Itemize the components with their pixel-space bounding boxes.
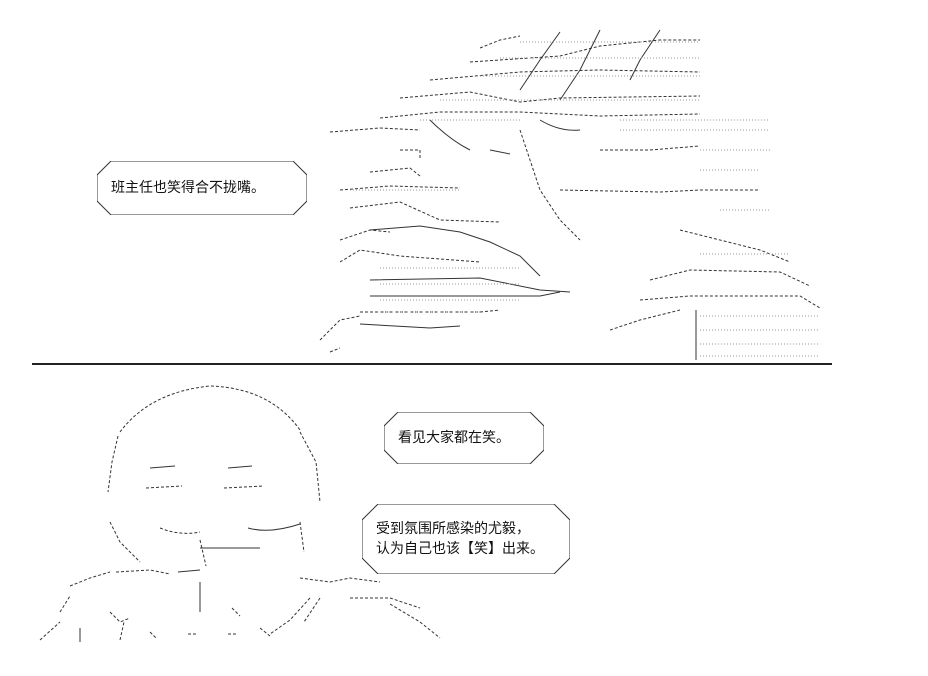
bottom-panel: 看见大家都在笑。 受到氛围所感染的尤毅， 认为自己也该【笑】出来。 xyxy=(0,372,928,676)
everyone-laughing-bubble: 看见大家都在笑。 xyxy=(384,412,544,464)
youyi-thought-line-1: 受到氛围所感染的尤毅， xyxy=(376,521,530,537)
top-panel: 班主任也笑得合不拢嘴。 xyxy=(97,29,821,360)
everyone-laughing-text: 看见大家都在笑。 xyxy=(398,430,510,446)
youyi-thought-line-2: 认为自己也该【笑】出来。 xyxy=(376,541,544,557)
youyi-thought-bubble: 受到氛围所感染的尤毅， 认为自己也该【笑】出来。 xyxy=(362,504,570,574)
teacher-laugh-bubble: 班主任也笑得合不拢嘴。 xyxy=(97,161,307,215)
panel-divider xyxy=(32,363,832,365)
teacher-laugh-text: 班主任也笑得合不拢嘴。 xyxy=(111,180,265,196)
